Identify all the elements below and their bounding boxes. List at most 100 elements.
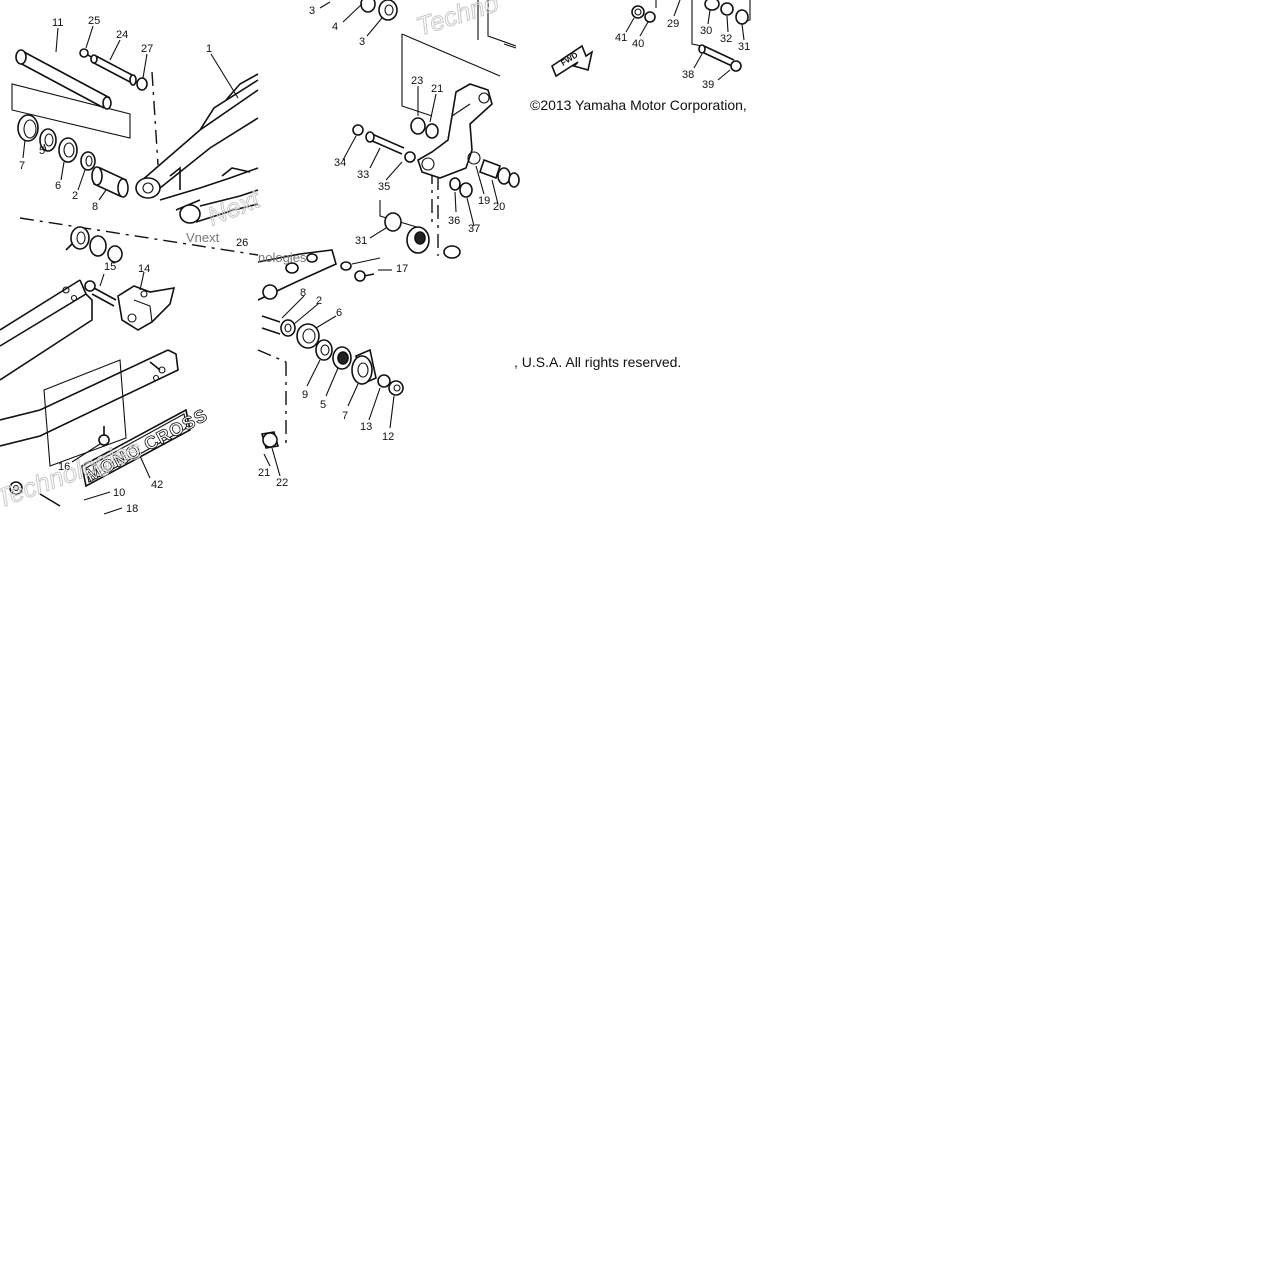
leader-lines [263, 269, 395, 477]
callout-24: 24 [116, 29, 128, 41]
callout-12: 12 [382, 431, 394, 443]
callout-10: 10 [113, 487, 125, 499]
washer-27 [136, 77, 148, 91]
callouts-top-right: 3 4 3 23 21 34 33 35 19 20 36 37 31 [309, 5, 505, 247]
callout-13: 13 [360, 421, 372, 433]
washer-40 [644, 11, 656, 23]
callout-39: 39 [702, 79, 714, 91]
callouts-bottom-right: 17 8 2 6 9 5 7 13 12 21 22 [258, 263, 408, 489]
axis-line [19, 217, 259, 256]
collar-12 [388, 380, 404, 396]
bolt-15 [84, 280, 117, 307]
washer-6b [296, 323, 320, 349]
pin-24 [90, 54, 137, 86]
leader-lines [71, 271, 151, 515]
bolt-17 [340, 257, 381, 282]
bushing-20 [478, 158, 520, 188]
label-area [43, 359, 127, 467]
callout-40: 40 [632, 38, 644, 50]
callout-5: 5 [39, 145, 45, 157]
quadrant-bottom-left: MONO CROSS 15 14 16 42 10 18 Technologie… [0, 261, 211, 515]
callout-42: 42 [151, 479, 163, 491]
watermark-fragment: nologies [258, 250, 307, 265]
callout-29: 29 [667, 18, 679, 30]
bushing-8 [91, 166, 129, 198]
callout-33: 33 [357, 169, 369, 181]
callout-3: 3 [309, 5, 315, 17]
callout-26: 26 [236, 237, 248, 249]
nut-39 [730, 60, 742, 72]
leader-lines [319, 1, 499, 239]
callout-31: 31 [355, 235, 367, 247]
callout-31: 31 [738, 41, 750, 53]
callout-8: 8 [92, 201, 98, 213]
bushing-30-32 [704, 0, 749, 25]
callout-19: 19 [478, 195, 490, 207]
collar-22 [260, 431, 280, 449]
callouts-top-left: 11 25 24 27 1 7 5 6 2 8 26 [19, 15, 248, 249]
axis-line [151, 71, 159, 166]
callout-14: 14 [138, 263, 150, 275]
callout-18: 18 [126, 503, 138, 515]
callout-8: 8 [300, 287, 306, 299]
callout-25: 25 [88, 15, 100, 27]
collar-2 [80, 151, 96, 171]
watermark-fragment: Technologies [0, 433, 145, 513]
bolt-38 [698, 44, 735, 67]
bearing-5b [332, 346, 352, 370]
swingarm-body [135, 73, 259, 224]
bolt-34 [352, 124, 364, 136]
nut-41 [631, 5, 645, 19]
swingarm-end [257, 249, 337, 301]
collar-23 [410, 117, 439, 139]
swingarm-rail-lower [0, 349, 179, 447]
callout-17: 17 [396, 263, 408, 275]
quadrant-top-right: 3 4 3 23 21 34 33 35 19 20 36 37 31 Tech… [309, 0, 520, 259]
washer-6 [58, 137, 78, 163]
callout-16: 16 [58, 461, 70, 473]
copyright-line-1: ©2013 Yamaha Motor Corporation, [530, 97, 747, 113]
callout-22: 22 [276, 477, 288, 489]
pivot-shaft [15, 49, 112, 110]
callout-4: 4 [332, 21, 338, 33]
callout-38: 38 [682, 69, 694, 81]
callout-23: 23 [411, 75, 423, 87]
bracket-box-upper [11, 83, 131, 139]
callout-1: 1 [206, 43, 212, 55]
seal-7 [17, 114, 39, 142]
seal-31 [384, 212, 461, 259]
callouts-far-right: 29 30 32 31 41 40 38 39 [615, 18, 750, 91]
collar-2b [261, 315, 296, 337]
callout-6: 6 [336, 307, 342, 319]
washer-35 [404, 151, 416, 163]
callout-36: 36 [448, 215, 460, 227]
watermark-text: Techno [413, 0, 502, 42]
callout-34: 34 [334, 157, 346, 169]
seal-7b [351, 348, 377, 386]
callout-21: 21 [258, 467, 270, 479]
washer-13 [377, 374, 391, 388]
callout-30: 30 [700, 25, 712, 37]
callout-11: 11 [52, 17, 63, 29]
relay-arm [417, 83, 493, 179]
quadrant-far-right: FWD 29 30 32 31 41 40 38 39 ©2013 Yamaha… [530, 0, 751, 113]
callout-37: 37 [468, 223, 480, 235]
callout-20: 20 [493, 201, 505, 213]
copyright-line-2: , U.S.A. All rights reserved. [514, 354, 681, 370]
callout-6: 6 [55, 180, 61, 192]
bolt-16 [98, 426, 110, 446]
callout-2: 2 [72, 190, 78, 202]
quadrant-top-left: 11 25 24 27 1 7 5 6 2 8 26 Vnext Next [11, 15, 266, 263]
callout-9: 9 [302, 389, 308, 401]
callout-3: 3 [359, 36, 365, 48]
callout-41: 41 [615, 32, 627, 44]
callout-27: 27 [141, 43, 153, 55]
bolt-10 [9, 481, 61, 507]
callout-21: 21 [431, 83, 443, 95]
chain-guide [117, 285, 176, 331]
callout-2: 2 [316, 295, 322, 307]
fwd-arrow: FWD [551, 44, 594, 78]
washer-3-top [360, 0, 398, 21]
callout-35: 35 [378, 181, 390, 193]
